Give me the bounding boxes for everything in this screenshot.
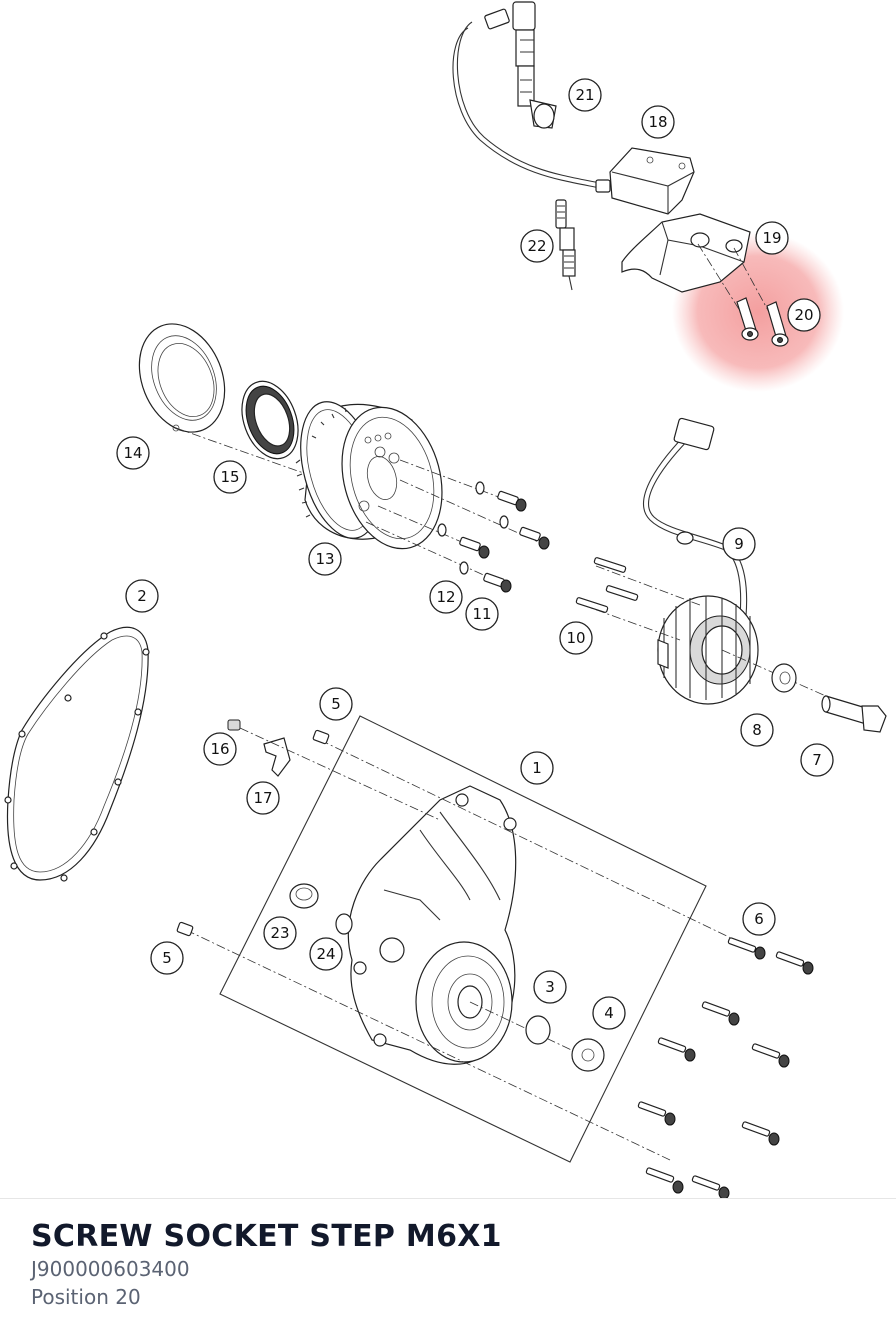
- rotor-part[interactable]: [287, 393, 457, 560]
- svg-text:3: 3: [545, 978, 555, 996]
- callout-17[interactable]: 17: [246, 781, 280, 815]
- callout-3[interactable]: 3: [533, 970, 567, 1004]
- callout-9[interactable]: 9: [722, 527, 756, 561]
- spark-plug-part[interactable]: [555, 199, 576, 291]
- ignition-coil-part[interactable]: [452, 1, 611, 193]
- svg-text:12: 12: [436, 588, 455, 606]
- cover-plate-part[interactable]: [124, 311, 240, 445]
- callout-11[interactable]: 11: [465, 597, 499, 631]
- svg-text:9: 9: [734, 535, 744, 553]
- svg-text:20: 20: [794, 306, 813, 324]
- generator-cover-part[interactable]: [219, 715, 707, 1163]
- svg-text:5: 5: [331, 695, 341, 713]
- callout-4[interactable]: 4: [592, 996, 626, 1030]
- rotor-bolts-part[interactable]: [365, 459, 550, 593]
- o-ring-part[interactable]: [335, 913, 551, 1045]
- sensor-part[interactable]: [227, 719, 441, 821]
- svg-text:1: 1: [532, 759, 542, 777]
- callout-12[interactable]: 12: [429, 580, 463, 614]
- svg-text:15: 15: [220, 468, 239, 486]
- svg-text:4: 4: [604, 1004, 614, 1022]
- svg-text:18: 18: [648, 113, 667, 131]
- callout-22[interactable]: 22: [520, 229, 554, 263]
- svg-text:10: 10: [566, 629, 585, 647]
- svg-text:8: 8: [752, 721, 762, 739]
- gasket-part[interactable]: [4, 626, 150, 882]
- svg-text:19: 19: [762, 229, 781, 247]
- svg-text:14: 14: [123, 444, 142, 462]
- part-number: J900000603400: [31, 1257, 190, 1281]
- callout-23[interactable]: 23: [263, 916, 297, 950]
- callout-6[interactable]: 6: [742, 902, 776, 936]
- seal-part[interactable]: [571, 1038, 605, 1072]
- svg-text:2: 2: [137, 587, 147, 605]
- svg-text:17: 17: [253, 789, 272, 807]
- screw-socket-step-part[interactable]: [697, 243, 789, 347]
- svg-text:6: 6: [754, 910, 764, 928]
- coil-bracket-part[interactable]: [609, 147, 695, 215]
- callout-20[interactable]: 20: [787, 298, 821, 332]
- callout-14[interactable]: 14: [116, 436, 150, 470]
- mounting-bracket-part[interactable]: [621, 213, 751, 293]
- svg-text:5: 5: [162, 949, 172, 967]
- callout-7[interactable]: 7: [800, 743, 834, 777]
- callout-16[interactable]: 16: [203, 732, 237, 766]
- freewheel-part[interactable]: [232, 374, 308, 467]
- svg-text:7: 7: [812, 751, 822, 769]
- callout-18[interactable]: 18: [641, 105, 675, 139]
- stator-part[interactable]: [643, 417, 759, 705]
- svg-text:24: 24: [316, 945, 335, 963]
- exploded-parts-diagram: 1 2 3 4 5 5 6 7 8 9 10 11 12 13 14 15 16…: [4, 1, 887, 1200]
- callout-1[interactable]: 1: [520, 751, 554, 785]
- cover-screws-part[interactable]: [637, 937, 814, 1200]
- callout-13[interactable]: 13: [308, 542, 342, 576]
- flange-bolt-part[interactable]: [821, 695, 887, 733]
- callout-19[interactable]: 19: [755, 221, 789, 255]
- part-title: SCREW SOCKET STEP M6X1: [31, 1219, 502, 1254]
- callout-15[interactable]: 15: [213, 460, 247, 494]
- callout-24[interactable]: 24: [309, 937, 343, 971]
- callout-10[interactable]: 10: [559, 621, 593, 655]
- callout-21[interactable]: 21: [568, 78, 602, 112]
- svg-text:11: 11: [472, 605, 491, 623]
- plug-part[interactable]: [289, 883, 319, 909]
- part-position: Position 20: [31, 1285, 141, 1309]
- svg-text:22: 22: [527, 237, 546, 255]
- stator-bolts-part[interactable]: [575, 557, 701, 641]
- callout-5-bottom[interactable]: 5: [150, 941, 184, 975]
- callout-8[interactable]: 8: [740, 713, 774, 747]
- svg-text:16: 16: [210, 740, 229, 758]
- svg-text:21: 21: [575, 86, 594, 104]
- dowel-pin-part[interactable]: [176, 729, 330, 937]
- svg-text:13: 13: [315, 550, 334, 568]
- part-info-panel: SCREW SOCKET STEP M6X1 J900000603400 Pos…: [0, 1198, 896, 1336]
- callout-2[interactable]: 2: [125, 579, 159, 613]
- svg-text:23: 23: [270, 924, 289, 942]
- callout-5-top[interactable]: 5: [319, 687, 353, 721]
